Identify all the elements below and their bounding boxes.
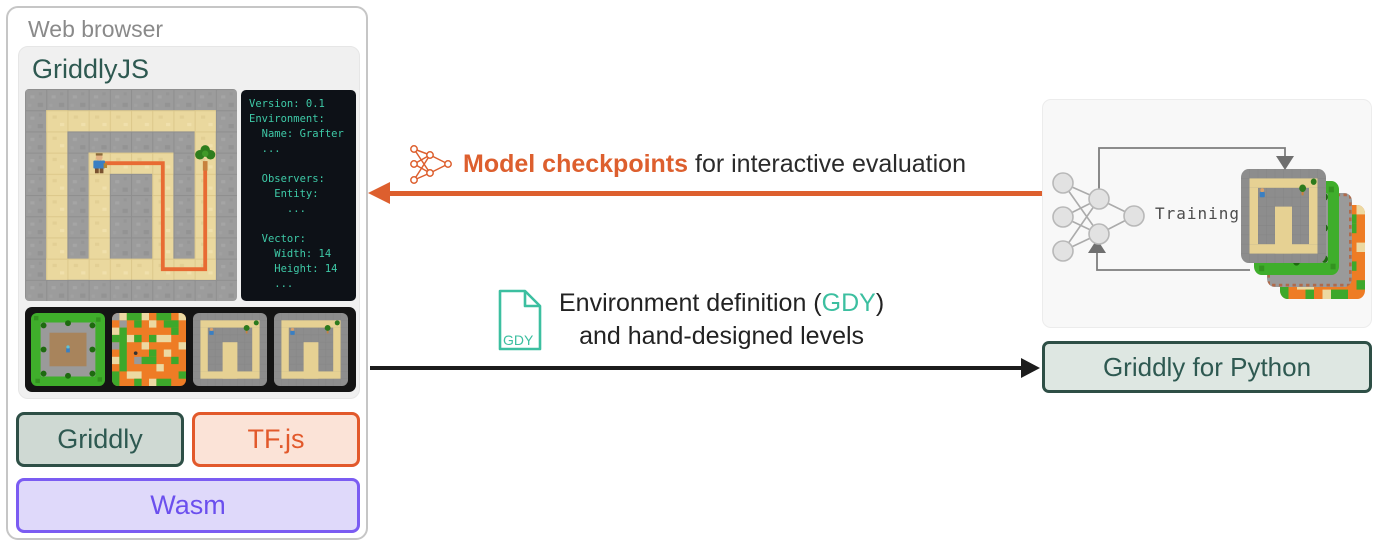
level-thumbnail-forest[interactable] bbox=[31, 313, 105, 386]
level-thumbnail-maze-1[interactable] bbox=[193, 313, 267, 386]
environment-label-line1: Environment definition (GDY) bbox=[559, 287, 884, 320]
checkpoints-label-highlight: Model checkpoints bbox=[463, 149, 689, 178]
loop-arrow-down bbox=[1276, 156, 1294, 170]
griddly-for-python-box: Griddly for Python bbox=[1042, 341, 1372, 393]
tfjs-badge: TF.js bbox=[192, 412, 360, 467]
training-diagram bbox=[1052, 147, 1365, 299]
griddlyjs-panel: GriddlyJS bbox=[18, 46, 360, 399]
training-label: Training bbox=[1155, 204, 1241, 223]
level-thumbnail-orange[interactable] bbox=[112, 313, 186, 386]
environment-arrow-head bbox=[1021, 358, 1040, 378]
checkpoints-flow-label: Model checkpoints for interactive evalua… bbox=[406, 139, 966, 189]
environment-label-prefix: Environment definition ( bbox=[559, 289, 822, 317]
environment-label-gdy: GDY bbox=[821, 289, 876, 317]
gdy-file-icon: GDY bbox=[498, 289, 542, 351]
griddlyjs-title: GriddlyJS bbox=[32, 54, 150, 84]
checkpoints-label-rest: for interactive evaluation bbox=[688, 149, 966, 178]
environment-arrow-line bbox=[370, 366, 1022, 370]
environment-label-line2: and hand-designed levels bbox=[579, 322, 865, 350]
loop-arrow-up bbox=[1088, 239, 1106, 253]
neural-network-icon bbox=[410, 145, 452, 184]
game-view bbox=[25, 89, 237, 301]
griddly-badge: Griddly bbox=[16, 412, 184, 467]
web-browser-box: Web browser GriddlyJS bbox=[6, 6, 368, 540]
web-browser-title: Web browser bbox=[28, 16, 164, 42]
training-panel: Training bbox=[1042, 99, 1372, 328]
agent-path-line bbox=[99, 161, 208, 272]
environment-flow-label: GDY Environment definition (GDY) and han… bbox=[497, 287, 884, 353]
level-stack bbox=[1241, 169, 1365, 299]
goal-tree-icon bbox=[195, 145, 216, 171]
wasm-badge: Wasm bbox=[16, 478, 360, 533]
gdy-console: Version: 0.1 Environment: Name: Grafter … bbox=[241, 90, 356, 301]
checkpoints-arrow-line bbox=[384, 191, 1042, 196]
level-thumbnail-maze-2[interactable] bbox=[274, 313, 348, 386]
neural-network-diagram bbox=[1052, 172, 1145, 262]
environment-label-suffix: ) bbox=[875, 289, 885, 317]
checkpoints-arrow-head bbox=[368, 182, 390, 204]
level-thumbnails-strip bbox=[25, 307, 356, 392]
gdy-file-icon-label: GDY bbox=[503, 332, 534, 348]
agent-icon bbox=[93, 153, 108, 174]
